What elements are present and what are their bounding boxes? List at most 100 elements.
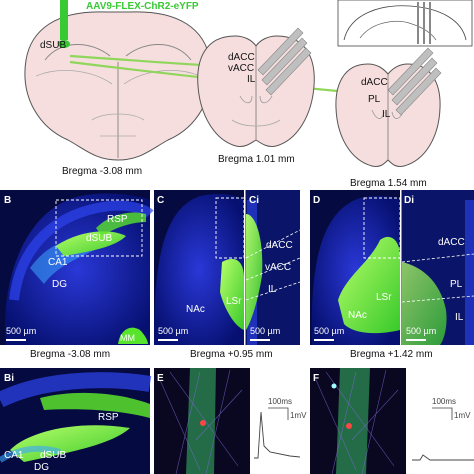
lsr-projection-c <box>220 258 244 330</box>
panel-b: B RSP dSUB CA1 DG MM 500 µm Bregma -3.08… <box>0 190 154 360</box>
region-dacc-di: dACC <box>438 237 465 248</box>
brain-section-1: dSUB Bregma -3.08 mm <box>24 0 212 177</box>
region-rsp-bi: RSP <box>98 412 119 423</box>
fibers-f <box>315 369 399 474</box>
inset-inner <box>359 21 437 41</box>
voltage-trace-e <box>254 411 301 459</box>
region-ca1-b: CA1 <box>48 257 68 268</box>
panel-bi: Bi RSP CA1 dSUB DG <box>0 368 152 474</box>
optic-fiber <box>261 37 308 86</box>
scale-label-ci: 500 µm <box>250 326 280 336</box>
region-dg-bi: DG <box>34 462 49 473</box>
dendrite-band-f <box>336 368 370 474</box>
scale-label-b: 500 µm <box>6 326 36 336</box>
trace-e: 100ms 1mV <box>254 397 307 459</box>
region-vacc-ci: vACC <box>265 262 291 273</box>
voltage-trace-f <box>412 454 474 461</box>
region-dacc-a2: dACC <box>228 52 255 63</box>
sagittal-inset <box>337 0 473 47</box>
pl-projection-di <box>402 262 447 345</box>
region-nac-d: NAc <box>348 310 367 321</box>
scale-label-c: 500 µm <box>158 326 188 336</box>
ca1-band-bi <box>0 445 61 463</box>
region-dsub-b: dSUB <box>86 233 112 244</box>
cortex-band-bi <box>0 372 152 408</box>
inset-box-b <box>55 199 143 257</box>
optic-fibers-3 <box>387 47 442 116</box>
optic-fiber <box>257 27 304 76</box>
panel-di: Di dACC PL IL 500 µm Bregma +1.42 mm <box>350 190 474 360</box>
inset-fiber <box>417 2 431 44</box>
hippocampus-left <box>44 43 111 61</box>
region-dsub-a: dSUB <box>40 40 66 51</box>
region-dacc-a3: dACC <box>361 77 388 88</box>
region-pl-di: PL <box>450 279 463 290</box>
scale-label-di: 500 µm <box>406 326 436 336</box>
region-mm-b: MM <box>120 333 135 343</box>
panel-f: F 100ms 1mV <box>310 368 474 474</box>
brain-section-3: dACC PL IL Bregma 1.54 mm <box>335 47 442 189</box>
scale-bars-e <box>268 407 289 420</box>
marker-f <box>331 383 337 389</box>
region-il-di: IL <box>455 312 464 323</box>
acc-projection-ci <box>246 214 263 330</box>
trace-f: 100ms 1mV <box>412 397 474 461</box>
region-il-a3: IL <box>382 109 391 120</box>
bregma-a3: Bregma 1.54 mm <box>350 178 427 189</box>
time-scale-e: 100ms <box>268 397 292 406</box>
region-vacc-a2: vACC <box>228 63 254 74</box>
time-scale-f: 100ms <box>432 397 456 406</box>
optic-fiber <box>395 67 442 116</box>
panel-letter-e: E <box>157 373 164 384</box>
neuron-f <box>346 423 352 429</box>
scale-label-d: 500 µm <box>314 326 344 336</box>
panel-letter-bi: Bi <box>4 373 14 384</box>
region-dg-b: DG <box>52 279 67 290</box>
dsub-projection-bi <box>10 425 130 462</box>
optic-fiber <box>265 47 312 96</box>
boundary-lines-ci <box>245 229 301 301</box>
inner-contour-1 <box>35 70 201 85</box>
tissue-c <box>154 193 244 345</box>
region-lsr-d: LSr <box>376 292 392 303</box>
panel-letter-di: Di <box>404 195 414 206</box>
inset-box-d <box>363 197 401 259</box>
cortex-band-b <box>9 200 154 301</box>
region-nac-c: NAc <box>186 304 205 315</box>
optic-fibers-2 <box>257 27 312 96</box>
panel-ci: Ci dACC vACC IL 500 µm Bregma +0.95 mm <box>190 190 301 360</box>
volt-scale-e: 1mV <box>290 411 307 420</box>
optic-fiber <box>391 57 438 106</box>
region-pl-a3: PL <box>368 94 381 105</box>
region-il-a2: IL <box>247 74 256 85</box>
scale-bars-f <box>432 407 453 420</box>
panel-a: AAV9-FLEX-ChR2-eYFP dSUB Bregma -3.08 mm <box>24 0 473 189</box>
boundary-lines-di <box>401 253 474 303</box>
region-ca1-bi: CA1 <box>4 450 24 461</box>
fibers-e <box>159 369 243 474</box>
ventral-contour-1 <box>91 113 145 137</box>
ventral-contour-2 <box>231 119 281 127</box>
panel-letter-c: C <box>157 195 164 206</box>
bregma-b: Bregma -3.08 mm <box>30 349 110 360</box>
inset-brain <box>343 5 467 41</box>
hippocampus-right <box>125 43 192 61</box>
brain-section-2: dACC vACC IL Bregma 1.01 mm <box>197 27 315 165</box>
panel-letter-f: F <box>313 373 319 384</box>
bregma-a1: Bregma -3.08 mm <box>62 166 142 177</box>
panel-c: C NAc LSr 500 µm <box>154 190 245 345</box>
dsub-projection-b <box>56 231 126 256</box>
bregma-c: Bregma +0.95 mm <box>190 349 273 360</box>
virus-injection-pipette <box>60 0 68 40</box>
panel-e: E 100ms 1mV <box>154 368 307 474</box>
ventricle-2 <box>239 95 273 104</box>
virus-spread <box>58 40 70 48</box>
neuron-e <box>200 420 206 426</box>
bregma-d: Bregma +1.42 mm <box>350 349 433 360</box>
virus-label: AAV9-FLEX-ChR2-eYFP <box>86 1 199 12</box>
inset-frame <box>337 0 473 47</box>
panel-letter-ci: Ci <box>249 195 259 206</box>
region-rsp-b: RSP <box>107 214 128 225</box>
rsp-projection-bi <box>40 392 150 418</box>
